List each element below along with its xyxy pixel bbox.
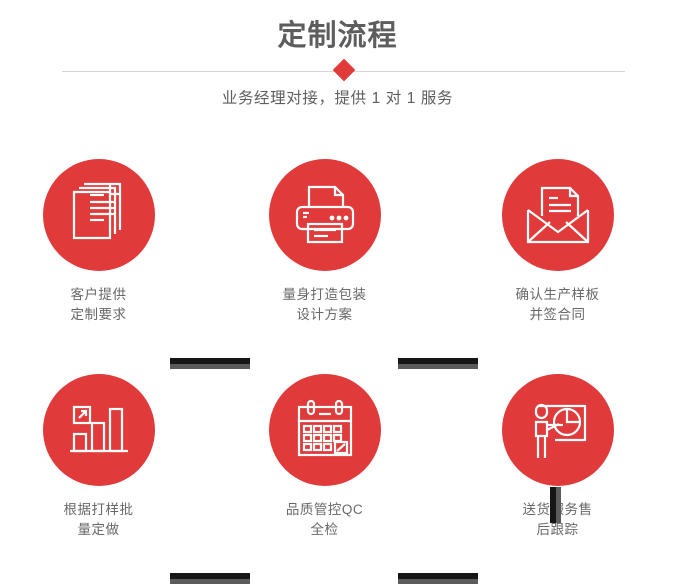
connector-gray-part	[398, 364, 478, 369]
bar-chart-growth-icon	[42, 374, 155, 486]
flow-step-label: 送货服务售 后跟踪	[523, 502, 593, 537]
flow-step-label: 量身打造包装 设计方案	[282, 287, 367, 322]
flow-step-label: 根据打样批 量定做	[63, 502, 134, 537]
flow-row-2: 根据打样批 量定做	[0, 365, 675, 584]
connector-gray-part	[170, 579, 250, 584]
flow-step-label: 确认生产样板 并签合同	[515, 287, 600, 322]
process-flow: 客户提供 定制要求 量身打造包装 设计方案	[0, 150, 675, 584]
connector-dark-part	[170, 358, 250, 364]
page-title: 定制流程	[277, 20, 398, 52]
red-diamond-icon	[332, 58, 355, 82]
presenter-pie-chart-icon	[501, 374, 614, 486]
connector-dark-part	[550, 487, 556, 523]
flow-step-label: 客户提供 定制要求	[70, 287, 127, 322]
connector-horizontal-1	[170, 358, 250, 369]
title-divider	[62, 58, 625, 84]
connector-horizontal-2	[398, 358, 478, 369]
connector-gray-part	[398, 579, 478, 584]
page-subtitle: 业务经理对接，提供 1 对 1 服务	[221, 90, 454, 107]
connector-vertical	[550, 487, 561, 523]
flow-row-1: 客户提供 定制要求 量身打造包装 设计方案	[0, 150, 675, 369]
page-header: 定制流程 业务经理对接，提供 1 对 1 服务	[0, 0, 675, 130]
flow-step-printer[interactable]: 量身打造包装 设计方案	[212, 150, 437, 325]
connector-dark-part	[398, 358, 478, 364]
connector-gray-part	[556, 487, 561, 523]
envelope-letter-icon	[501, 159, 614, 271]
flow-step-delivery[interactable]: 送货服务售 后跟踪	[445, 365, 670, 540]
connector-horizontal-3	[170, 573, 250, 584]
calendar-check-icon	[268, 374, 381, 486]
flow-step-qc[interactable]: 品质管控QC 全检	[212, 365, 437, 540]
flow-step-production[interactable]: 根据打样批 量定做	[0, 365, 211, 540]
flow-step-documents[interactable]: 客户提供 定制要求	[0, 150, 211, 325]
documents-icon	[42, 159, 155, 271]
connector-gray-part	[170, 364, 250, 369]
connector-horizontal-4	[398, 573, 478, 584]
flow-step-label: 品质管控QC 全检	[285, 502, 364, 537]
printer-icon	[268, 159, 381, 271]
flow-step-contract[interactable]: 确认生产样板 并签合同	[445, 150, 670, 325]
